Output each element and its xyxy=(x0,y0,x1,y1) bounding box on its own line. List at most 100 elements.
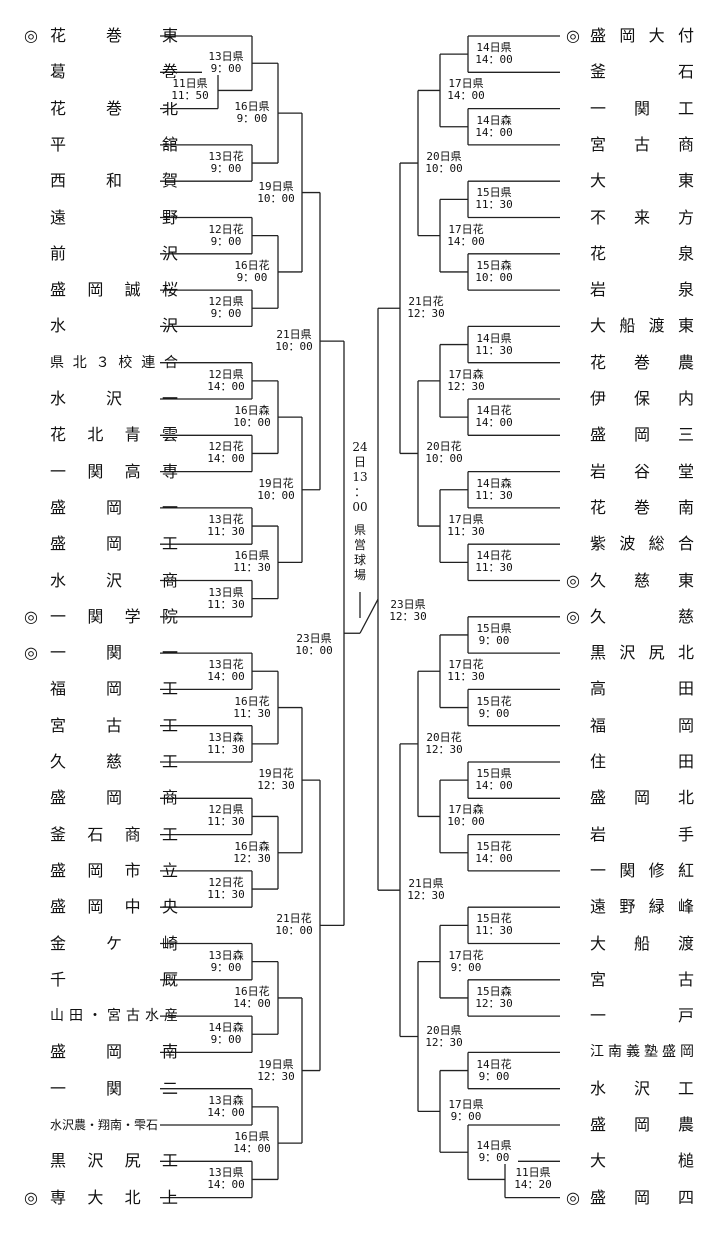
game-date: 15日花 xyxy=(476,912,512,926)
team-entry: 水沢商 xyxy=(24,569,178,593)
team-entry: 岩手 xyxy=(566,823,694,847)
team-name: 釜石商工 xyxy=(50,824,178,844)
team-entry: 遠野 xyxy=(24,206,178,230)
game-date: 20日花 xyxy=(426,440,462,454)
game-time: 11：30 xyxy=(233,706,271,720)
team-entry: 花泉 xyxy=(566,242,694,266)
team-entry: 一戸 xyxy=(566,1004,694,1028)
team-name: 前沢 xyxy=(50,243,178,263)
team-entry: ◎専大北上 xyxy=(24,1186,178,1210)
final-text: 00 xyxy=(352,500,368,514)
team-name: 金ケ崎 xyxy=(50,933,178,953)
game-time: 9：00 xyxy=(210,960,242,974)
team-entry: 紫波総合 xyxy=(566,532,694,556)
game-date: 17日花 xyxy=(448,222,484,236)
game-date: 14日花 xyxy=(476,1057,512,1071)
game-date: 12日県 xyxy=(208,295,244,309)
team-name: 伊保内 xyxy=(590,389,694,408)
team-name: 千厩 xyxy=(50,969,178,989)
game-date: 23日県 xyxy=(296,632,332,646)
team-name: 花巻南 xyxy=(590,497,694,517)
game-time: 9：00 xyxy=(236,270,268,284)
final-text xyxy=(348,515,372,523)
team-name: 水沢工 xyxy=(590,1078,694,1098)
team-entry: 山田・宮古水産 xyxy=(24,1004,178,1028)
game-date: 21日花 xyxy=(408,295,444,309)
team-entry: 一関高専 xyxy=(24,460,178,484)
game-date: 16日花 xyxy=(234,984,270,998)
game-date: 16日県 xyxy=(234,1130,270,1144)
team-name: 県北３校連合 xyxy=(50,354,178,371)
game-date: 13日森 xyxy=(208,948,244,962)
team-entry: 不来方 xyxy=(566,206,694,230)
game-date: 20日花 xyxy=(426,730,462,744)
game-time: 12：30 xyxy=(257,779,295,793)
game-date: 15日県 xyxy=(476,186,512,200)
game-date: 15日花 xyxy=(476,839,512,853)
team-name: 花北青雲 xyxy=(50,425,178,445)
team-name: 花巻農 xyxy=(590,352,694,372)
final-text: ： xyxy=(353,485,366,499)
game-time: 11：30 xyxy=(207,888,245,902)
team-name: 盛岡誠桜 xyxy=(50,280,178,300)
team-name: 江南義塾盛岡 xyxy=(590,1044,694,1061)
game-time: 10：00 xyxy=(425,162,463,176)
team-name: 水沢農・翔南・雫石 xyxy=(50,1118,159,1132)
game-time: 10：00 xyxy=(233,416,271,430)
team-entry: 大槌 xyxy=(566,1149,694,1173)
game-date: 13日県 xyxy=(208,1166,244,1180)
team-entry: 水沢 xyxy=(24,314,178,338)
team-entry: 宮古工 xyxy=(24,714,178,738)
team-entry: 盛岡商 xyxy=(24,786,178,810)
game-date: 12日花 xyxy=(208,222,244,236)
game-time: 14：00 xyxy=(207,1178,245,1192)
final-text: 場 xyxy=(353,568,366,582)
team-name: 大船渡 xyxy=(590,933,694,953)
game-time: 11：30 xyxy=(475,488,513,502)
game-time: 14：00 xyxy=(475,53,513,67)
team-name: 一関高専 xyxy=(50,461,178,481)
game-time: 11：30 xyxy=(475,198,513,212)
team-name: 大船渡東 xyxy=(590,316,694,336)
game-time: 12：30 xyxy=(447,379,485,393)
team-name: 福岡 xyxy=(590,715,694,735)
team-name: 高田 xyxy=(590,679,694,699)
game-time: 14：00 xyxy=(233,996,271,1010)
team-name: 宮古工 xyxy=(50,715,178,735)
game-time: 14：20 xyxy=(514,1178,552,1192)
team-entry: 水沢工 xyxy=(566,1077,694,1101)
team-name: 宮古商 xyxy=(590,134,694,154)
team-entry: 盛岡誠桜 xyxy=(24,278,178,302)
team-entry: 宮古 xyxy=(566,968,694,992)
game-time: 9：00 xyxy=(210,62,242,76)
team-entry: 盛岡工 xyxy=(24,532,178,556)
game-time: 14：00 xyxy=(207,1105,245,1119)
game-time: 11：30 xyxy=(447,525,485,539)
team-name: 盛岡農 xyxy=(590,1115,694,1134)
team-name: 住田 xyxy=(590,752,694,771)
team-name: 水沢一 xyxy=(50,389,178,408)
game-time: 11：30 xyxy=(475,343,513,357)
team-name: 西和賀 xyxy=(50,171,178,191)
